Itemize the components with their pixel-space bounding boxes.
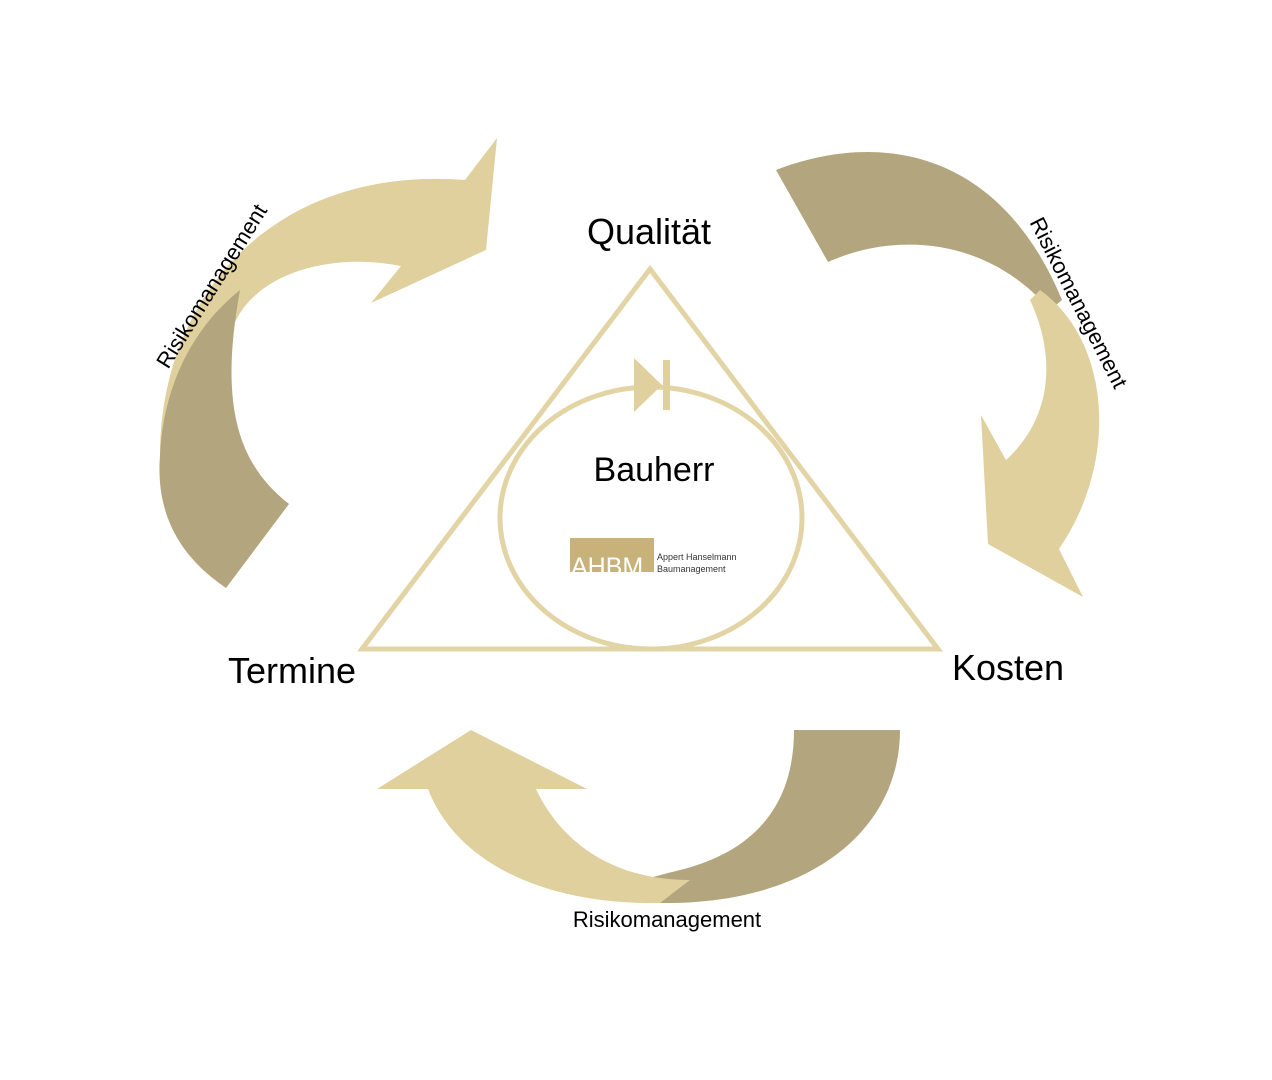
risk-arrow-right-tail (776, 152, 1062, 310)
risk-arrow-left (159, 138, 497, 588)
risk-arrow-right (776, 152, 1100, 597)
risk-label-bottom: Risikomanagement (573, 907, 761, 932)
risk-arrow-right-head (981, 290, 1100, 597)
cost-label: Kosten (952, 647, 1064, 688)
logo-company-line1: Appert Hanselmann (657, 552, 737, 562)
logo-mark: AHBM (571, 553, 643, 581)
cycle-stop-bar-icon (663, 360, 670, 410)
ahbm-logo: AHBM Appert Hanselmann Baumanagement (570, 538, 737, 581)
risk-arrow-left-head (160, 138, 497, 455)
risk-arrow-bottom-tail (629, 730, 900, 904)
risk-arrow-bottom (377, 730, 900, 904)
risk-arrow-left-tail (159, 290, 289, 588)
client-label: Bauherr (594, 451, 715, 489)
logo-company-line2: Baumanagement (657, 564, 726, 574)
logo-box (570, 538, 654, 572)
client-ellipse (497, 384, 805, 652)
cycle-arrow-icon (634, 358, 662, 412)
quality-label: Qualität (587, 211, 711, 252)
risk-arrow-bottom-head (377, 730, 690, 904)
schedule-label: Termine (228, 650, 356, 691)
client-cycle (497, 358, 805, 652)
